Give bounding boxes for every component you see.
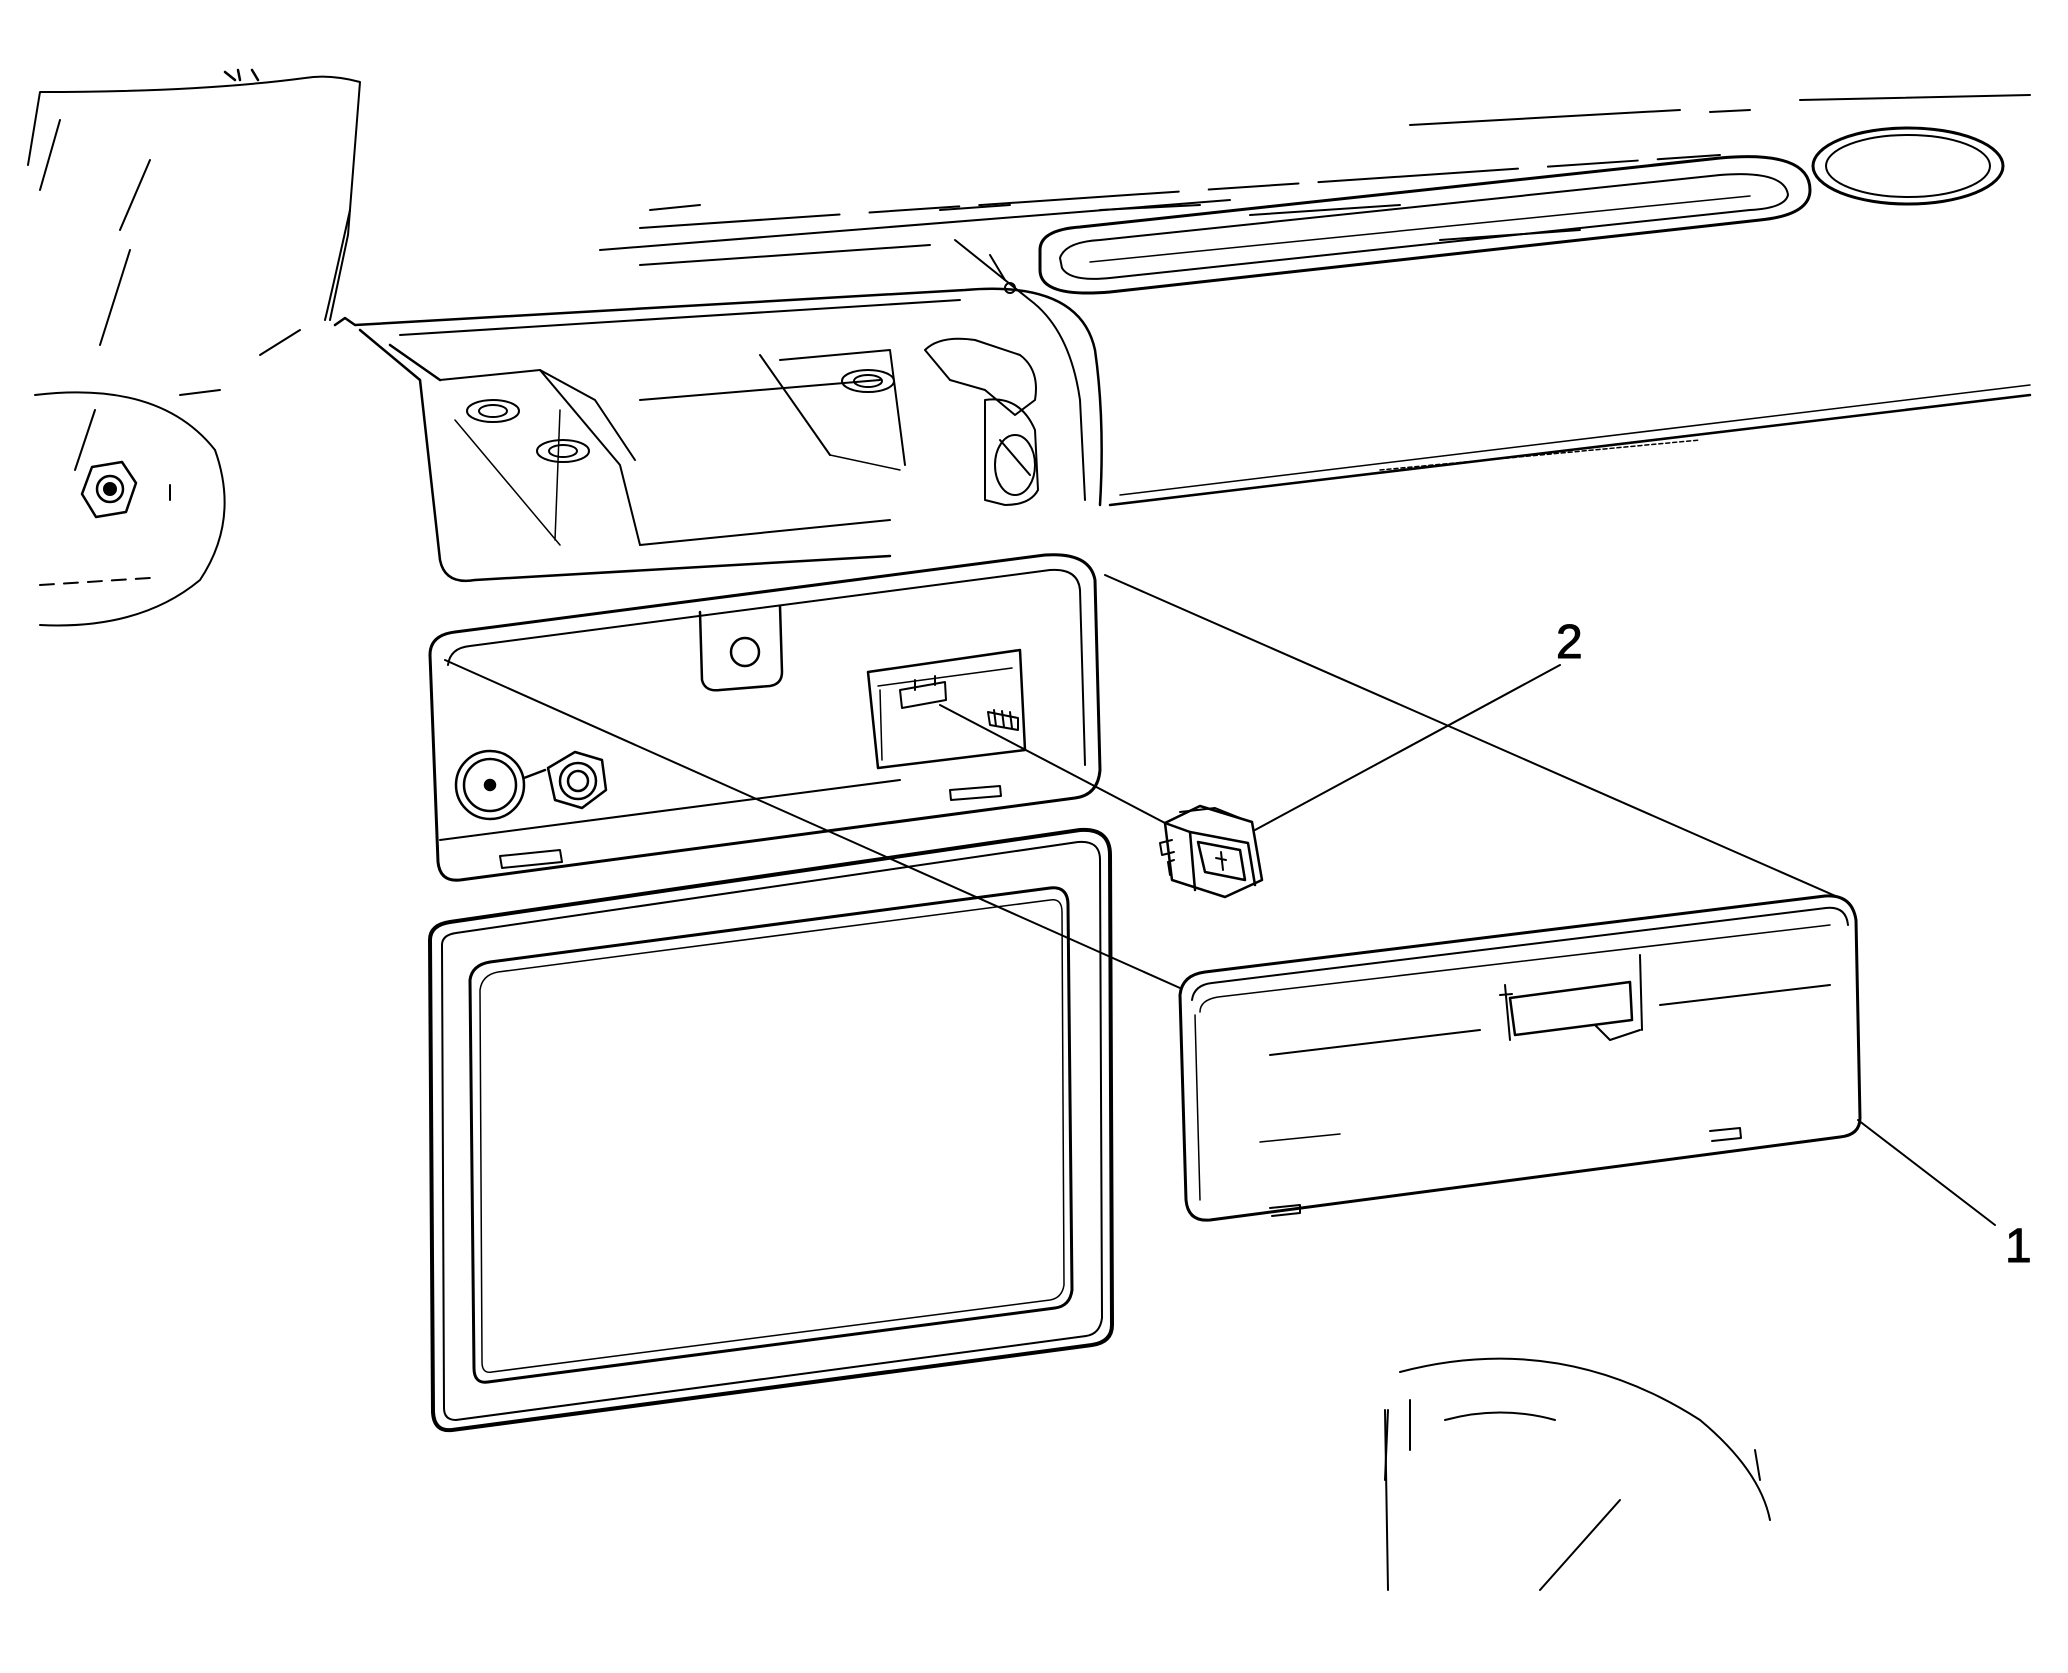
speaker-grille	[1811, 126, 2005, 206]
switch-component	[1159, 804, 1264, 899]
screw-boss-icon	[466, 369, 895, 463]
callout-label-1: 1	[2005, 1220, 2032, 1273]
connector-pin-icon	[987, 709, 1019, 731]
callout-label-2: 2	[1556, 616, 1583, 669]
panel-recess	[333, 239, 1103, 583]
center-stack-bezel	[428, 553, 1102, 882]
trim-plate	[1178, 894, 1862, 1222]
guide-lines	[444, 574, 1841, 989]
lower-console-outline	[1384, 1357, 1771, 1591]
opening-clip	[899, 675, 947, 709]
display-bezel	[428, 827, 1114, 1433]
leader-line-2	[1254, 664, 1561, 831]
power-outlet-icon	[454, 749, 608, 821]
left-pillar-trim	[27, 68, 361, 627]
callout-1: 1	[1857, 1119, 2032, 1274]
bolt-icon	[80, 460, 138, 519]
instrument-panel-upper	[599, 94, 2032, 507]
leader-line-1	[1857, 1119, 1996, 1226]
callout-2: 2	[1254, 616, 1583, 831]
defrost-vent	[1038, 155, 1812, 295]
recess-connector	[924, 337, 1039, 506]
